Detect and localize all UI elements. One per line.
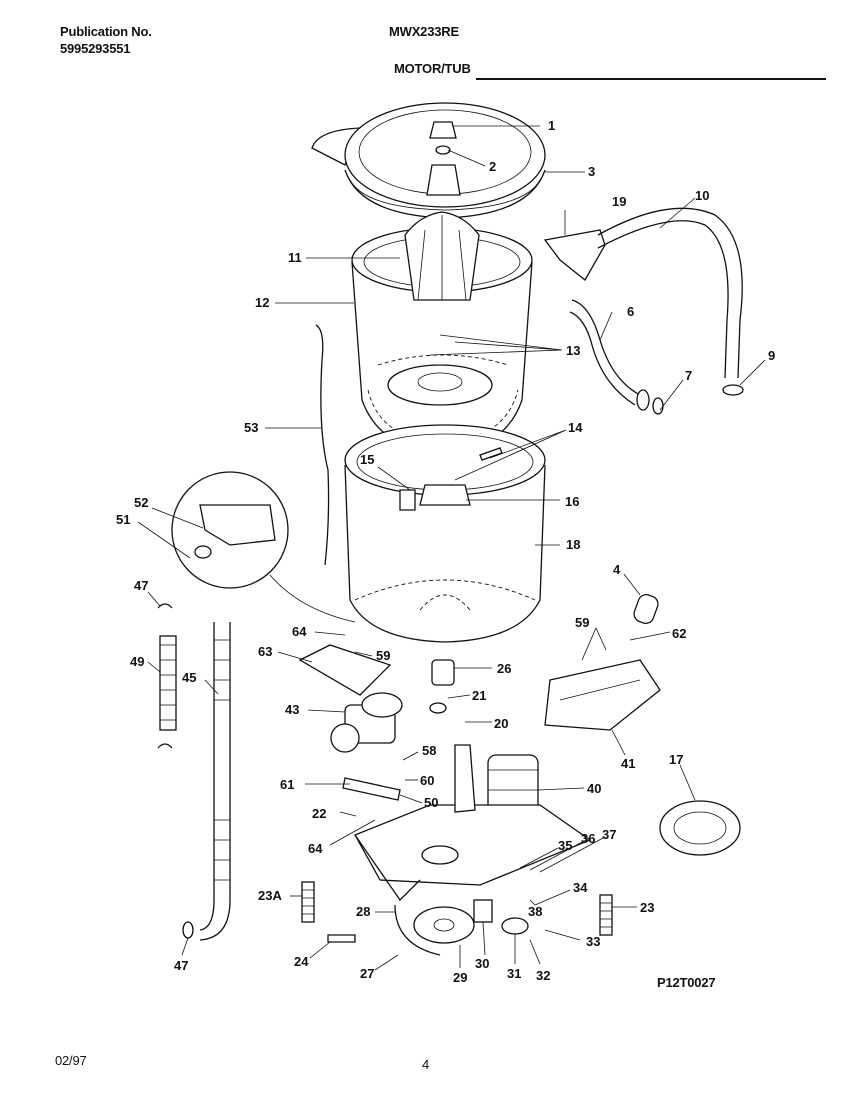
callout-31: 31: [507, 966, 521, 981]
callout-45: 45: [182, 670, 196, 685]
callout-10: 10: [695, 188, 709, 203]
callout-14: 14: [568, 420, 583, 435]
publication-label: Publication No.: [60, 24, 152, 39]
callout-34: 34: [573, 880, 588, 895]
callout-33: 33: [586, 934, 600, 949]
page-number: 4: [422, 1057, 430, 1072]
callout-22: 22: [312, 806, 326, 821]
detail-callout: [171, 471, 356, 623]
coupling: [429, 659, 455, 714]
agitator-cap: [426, 121, 461, 196]
snubber: [327, 934, 356, 943]
callout-13: 13: [566, 343, 580, 358]
callout-59-right: 59: [575, 615, 589, 630]
drain-hose: [543, 207, 744, 396]
agitator: [351, 211, 533, 301]
callout-23: 23: [640, 900, 654, 915]
callout-47-bottom: 47: [174, 958, 188, 973]
callout-50: 50: [424, 795, 438, 810]
callout-32: 32: [536, 968, 550, 983]
tube: [315, 324, 330, 566]
callout-6: 6: [627, 304, 634, 319]
callout-15: 15: [360, 452, 374, 467]
callout-59-left: 59: [376, 648, 390, 663]
callout-27: 27: [360, 966, 374, 981]
callout-40: 40: [587, 781, 601, 796]
callout-53: 53: [244, 420, 258, 435]
idler-assembly: [473, 899, 529, 935]
section-title: MOTOR/TUB: [394, 61, 471, 76]
callout-12: 12: [255, 295, 269, 310]
callout-58: 58: [422, 743, 436, 758]
gear-ring: [659, 800, 741, 856]
outer-tub: [344, 424, 546, 643]
callout-1: 1: [548, 118, 555, 133]
callout-7: 7: [685, 368, 692, 383]
callout-3: 3: [588, 164, 595, 179]
callout-11: 11: [288, 250, 302, 265]
callout-52: 52: [134, 495, 148, 510]
control-box: [544, 594, 661, 731]
callout-43: 43: [285, 702, 299, 717]
pulley: [394, 904, 475, 956]
callout-49: 49: [130, 654, 144, 669]
callout-29: 29: [453, 970, 467, 985]
callout-17: 17: [669, 752, 683, 767]
callout-41: 41: [621, 756, 635, 771]
callout-47-top: 47: [134, 578, 148, 593]
leader-lines: [137, 125, 766, 971]
spring-hose: [157, 603, 177, 749]
callout-51: 51: [116, 512, 130, 527]
callout-36: 36: [581, 831, 595, 846]
callout-64-bottom: 64: [308, 841, 323, 856]
publication-number: 5995293551: [60, 41, 131, 56]
long-hose: [182, 622, 231, 941]
callout-61: 61: [280, 777, 294, 792]
model-number: MWX233RE: [389, 24, 459, 39]
tub-ring: [311, 102, 546, 219]
strap: [454, 744, 476, 813]
callout-2: 2: [489, 159, 496, 174]
callout-21: 21: [472, 688, 486, 703]
callout-37: 37: [602, 827, 616, 842]
fill-hose: [569, 299, 664, 415]
callout-9: 9: [768, 348, 775, 363]
callout-24: 24: [294, 954, 309, 969]
callout-labels: 1 2 3 19 10 11 12 6 13 9 7 53 14 15 16 5…: [116, 118, 775, 985]
shield: [298, 644, 392, 696]
callout-4: 4: [613, 562, 621, 577]
callout-20: 20: [494, 716, 508, 731]
callout-62: 62: [672, 626, 686, 641]
callout-23a: 23A: [258, 888, 282, 903]
callout-38: 38: [528, 904, 542, 919]
callout-30: 30: [475, 956, 489, 971]
callout-28: 28: [356, 904, 370, 919]
spring-right: [599, 894, 613, 936]
callout-63: 63: [258, 644, 272, 659]
callout-26: 26: [497, 661, 511, 676]
callout-18: 18: [566, 537, 580, 552]
callout-64-top: 64: [292, 624, 307, 639]
callout-60: 60: [420, 773, 434, 788]
callout-16: 16: [565, 494, 579, 509]
spring-left: [301, 881, 315, 923]
pump: [330, 692, 403, 753]
callout-19: 19: [612, 194, 626, 209]
footer-date: 02/97: [55, 1053, 87, 1068]
diagram-code: P12T0027: [657, 975, 716, 990]
bracket: [342, 777, 401, 801]
mounting-plate: [354, 804, 592, 902]
callout-35: 35: [558, 838, 572, 853]
header-rule: [476, 78, 826, 80]
